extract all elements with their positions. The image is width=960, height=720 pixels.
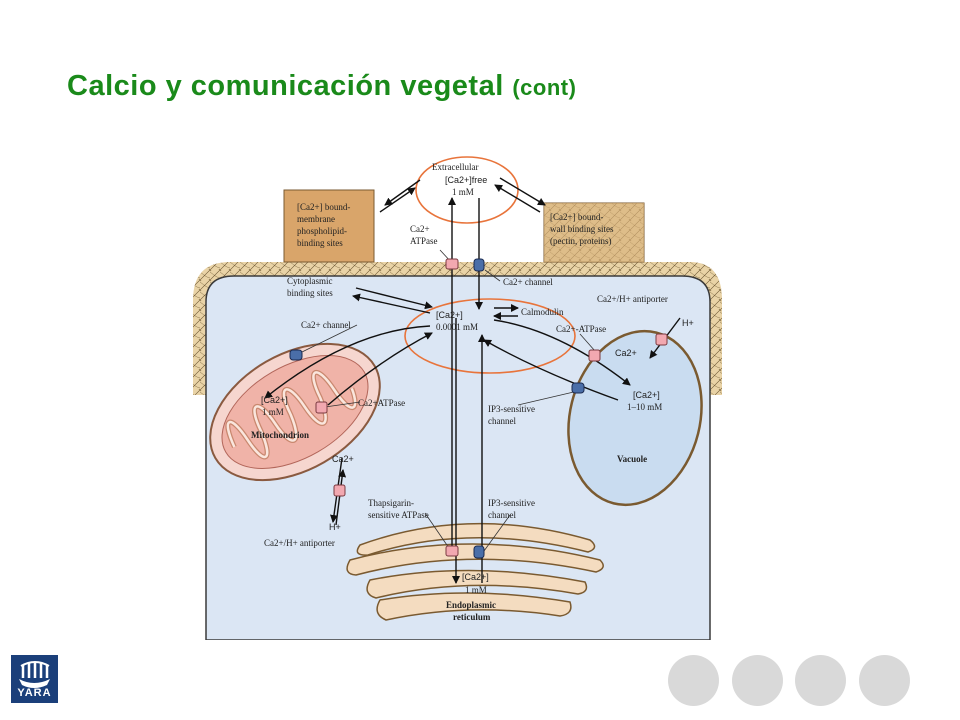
- vac-h-label: H+: [682, 318, 694, 328]
- er-label1: Endoplasmic: [446, 600, 496, 610]
- bound-membrane-line2: membrane: [297, 214, 335, 224]
- er-conc: 1 mM: [465, 585, 487, 595]
- yara-logo: YARA: [11, 655, 58, 703]
- slide-title: Calcio y comunicación vegetal (cont): [67, 70, 576, 103]
- vac-ca-label: Ca2+: [615, 348, 637, 358]
- decor-circle: [795, 655, 846, 706]
- pm-channel-icon: [473, 258, 485, 272]
- bound-membrane-line4: binding sites: [297, 238, 343, 248]
- cyto-binding-label1: Cytoplasmic: [287, 276, 333, 286]
- cytosol-ion: [Ca2+]: [436, 310, 463, 320]
- extracellular-highlight: [415, 156, 519, 224]
- pm-atpase-label2: ATPase: [410, 236, 438, 246]
- vac-antiporter-icon: [655, 333, 668, 346]
- cytosol-highlight: [404, 298, 576, 374]
- ip3-vac-label1: IP3-sensitive: [488, 404, 535, 414]
- mito-ca-label: Ca2+: [332, 454, 354, 464]
- er-label2: reticulum: [453, 612, 491, 622]
- er-ion: [Ca2+]: [462, 572, 489, 582]
- mito-channel-label: Ca2+ channel: [301, 320, 351, 330]
- er-atpase-icon: [445, 545, 459, 557]
- bound-wall-line3: (pectin, proteins): [550, 236, 611, 246]
- pm-atpase-icon: [445, 258, 459, 270]
- viking-ship-icon: [19, 661, 50, 688]
- ip3-vac-label2: channel: [488, 416, 516, 426]
- mito-label: Mitochondrion: [251, 430, 309, 440]
- title-main: Calcio y comunicación vegetal: [67, 70, 504, 102]
- ip3-er-label2: channel: [488, 510, 516, 520]
- decor-circle: [859, 655, 910, 706]
- bound-membrane-line3: phospholipid-: [297, 226, 347, 236]
- title-suffix: (cont): [512, 75, 577, 100]
- pm-atpase-label1: Ca2+: [410, 224, 430, 234]
- pm-channel-label: Ca2+ channel: [503, 277, 553, 287]
- cytosol-conc: 0.0001 mM: [436, 322, 478, 332]
- thapsigargin-label2: sensitive ATPase: [368, 510, 429, 520]
- mito-atpase-label: Ca2+ATPase: [358, 398, 405, 408]
- vac-ip3-channel-icon: [571, 382, 585, 394]
- mito-channel-icon: [289, 349, 303, 361]
- thapsigargin-label1: Thapsigarin-: [368, 498, 414, 508]
- mito-atpase-icon: [315, 401, 328, 414]
- vacuole: [567, 329, 703, 507]
- ip3-er-label1: IP3-sensitive: [488, 498, 535, 508]
- mito-conc: 1 mM: [262, 407, 284, 417]
- logo-text: YARA: [17, 687, 52, 699]
- er-channel-icon: [473, 545, 485, 559]
- bound-wall-line1: [Ca2+] bound-: [550, 212, 603, 222]
- vac-atpase-label: Ca2+-ATPase: [556, 324, 606, 334]
- extracellular-label: Extracellular: [432, 162, 478, 172]
- extracellular-ion: [Ca2+]free: [445, 175, 487, 185]
- calmodulin-label: Calmodulin: [521, 307, 564, 317]
- mitochondrion: [209, 342, 381, 482]
- extracellular-conc: 1 mM: [452, 187, 474, 197]
- decor-circle: [732, 655, 783, 706]
- vac-antiporter-label: Ca2+/H+ antiporter: [597, 294, 668, 304]
- mito-antiporter-label: Ca2+/H+ antiporter: [264, 538, 335, 548]
- mito-antiporter-icon: [333, 484, 346, 497]
- vac-atpase-icon: [588, 349, 601, 362]
- bound-membrane-line1: [Ca2+] bound-: [297, 202, 350, 212]
- vacuole-label: Vacuole: [617, 454, 647, 464]
- endoplasmic-reticulum: [346, 522, 604, 621]
- bound-membrane-box: [283, 189, 375, 263]
- mito-ion: [Ca2+]: [261, 395, 288, 405]
- bound-wall-line2: wall binding sites: [550, 224, 614, 234]
- vacuole-ion: [Ca2+]: [633, 390, 660, 400]
- mito-h-label: H+: [329, 522, 341, 532]
- decor-circle: [668, 655, 719, 706]
- cyto-binding-label2: binding sites: [287, 288, 333, 298]
- vacuole-conc: 1–10 mM: [627, 402, 662, 412]
